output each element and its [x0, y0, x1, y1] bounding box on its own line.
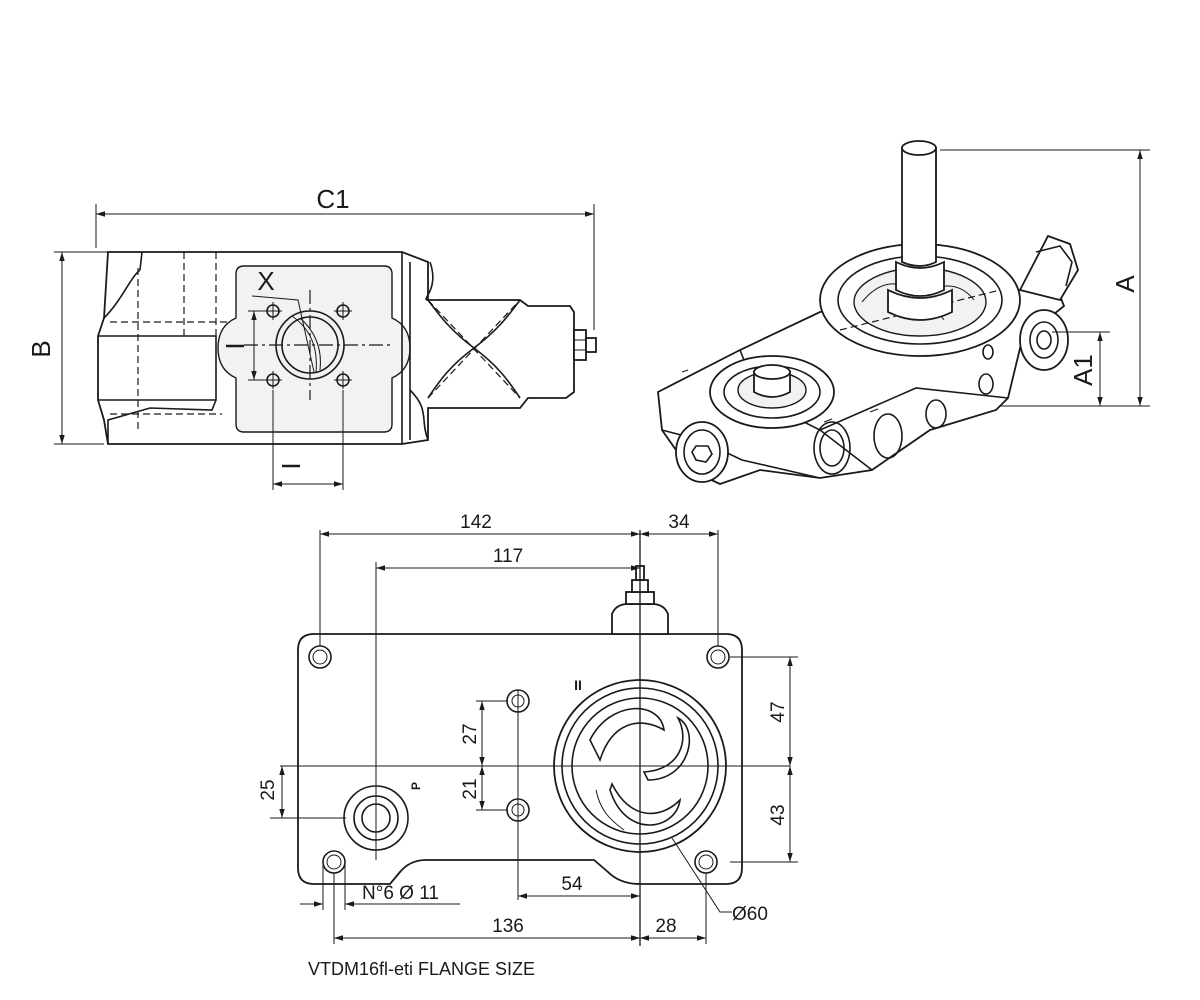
dim-25-label: 25: [258, 779, 279, 800]
bore-diameter-label: Ø60: [732, 904, 768, 925]
holes-note: N°6 Ø 11: [362, 883, 439, 904]
port-x-label: X: [257, 266, 274, 296]
dim-142-label: 142: [460, 512, 492, 533]
dim-34-label: 34: [668, 512, 690, 533]
iso-right-port: [1019, 309, 1069, 371]
dim-c1-label: C1: [316, 184, 349, 214]
side-view: C1 B X I I: [26, 184, 597, 490]
dim-21-label: 21: [460, 778, 481, 799]
port-ii-label: II: [574, 677, 582, 693]
dim-54-label: 54: [561, 874, 583, 895]
dim-43-label: 43: [768, 804, 789, 825]
dim-a1-label: A1: [1068, 354, 1098, 386]
port-p-label: P: [409, 782, 423, 790]
dim-b-label: B: [26, 340, 56, 357]
dim-117-label: 117: [493, 546, 523, 567]
dim-28-label: 28: [655, 916, 676, 937]
isometric-view: A A1: [657, 140, 1150, 485]
flange-view: II P 142 34 117 47 43 27 21 25 54: [258, 512, 798, 946]
port-i-horizontal-label: I: [276, 462, 306, 469]
dim-a-label: A: [1110, 275, 1140, 293]
side-flange-plate: [217, 265, 411, 433]
port-i-vertical-label: I: [220, 342, 250, 349]
dim-47-label: 47: [768, 701, 789, 722]
dim-136-label: 136: [492, 916, 524, 937]
iso-stem: [901, 147, 937, 267]
dim-27-label: 27: [460, 723, 481, 744]
drawing-caption: VTDM16fl-eti FLANGE SIZE: [308, 959, 535, 979]
